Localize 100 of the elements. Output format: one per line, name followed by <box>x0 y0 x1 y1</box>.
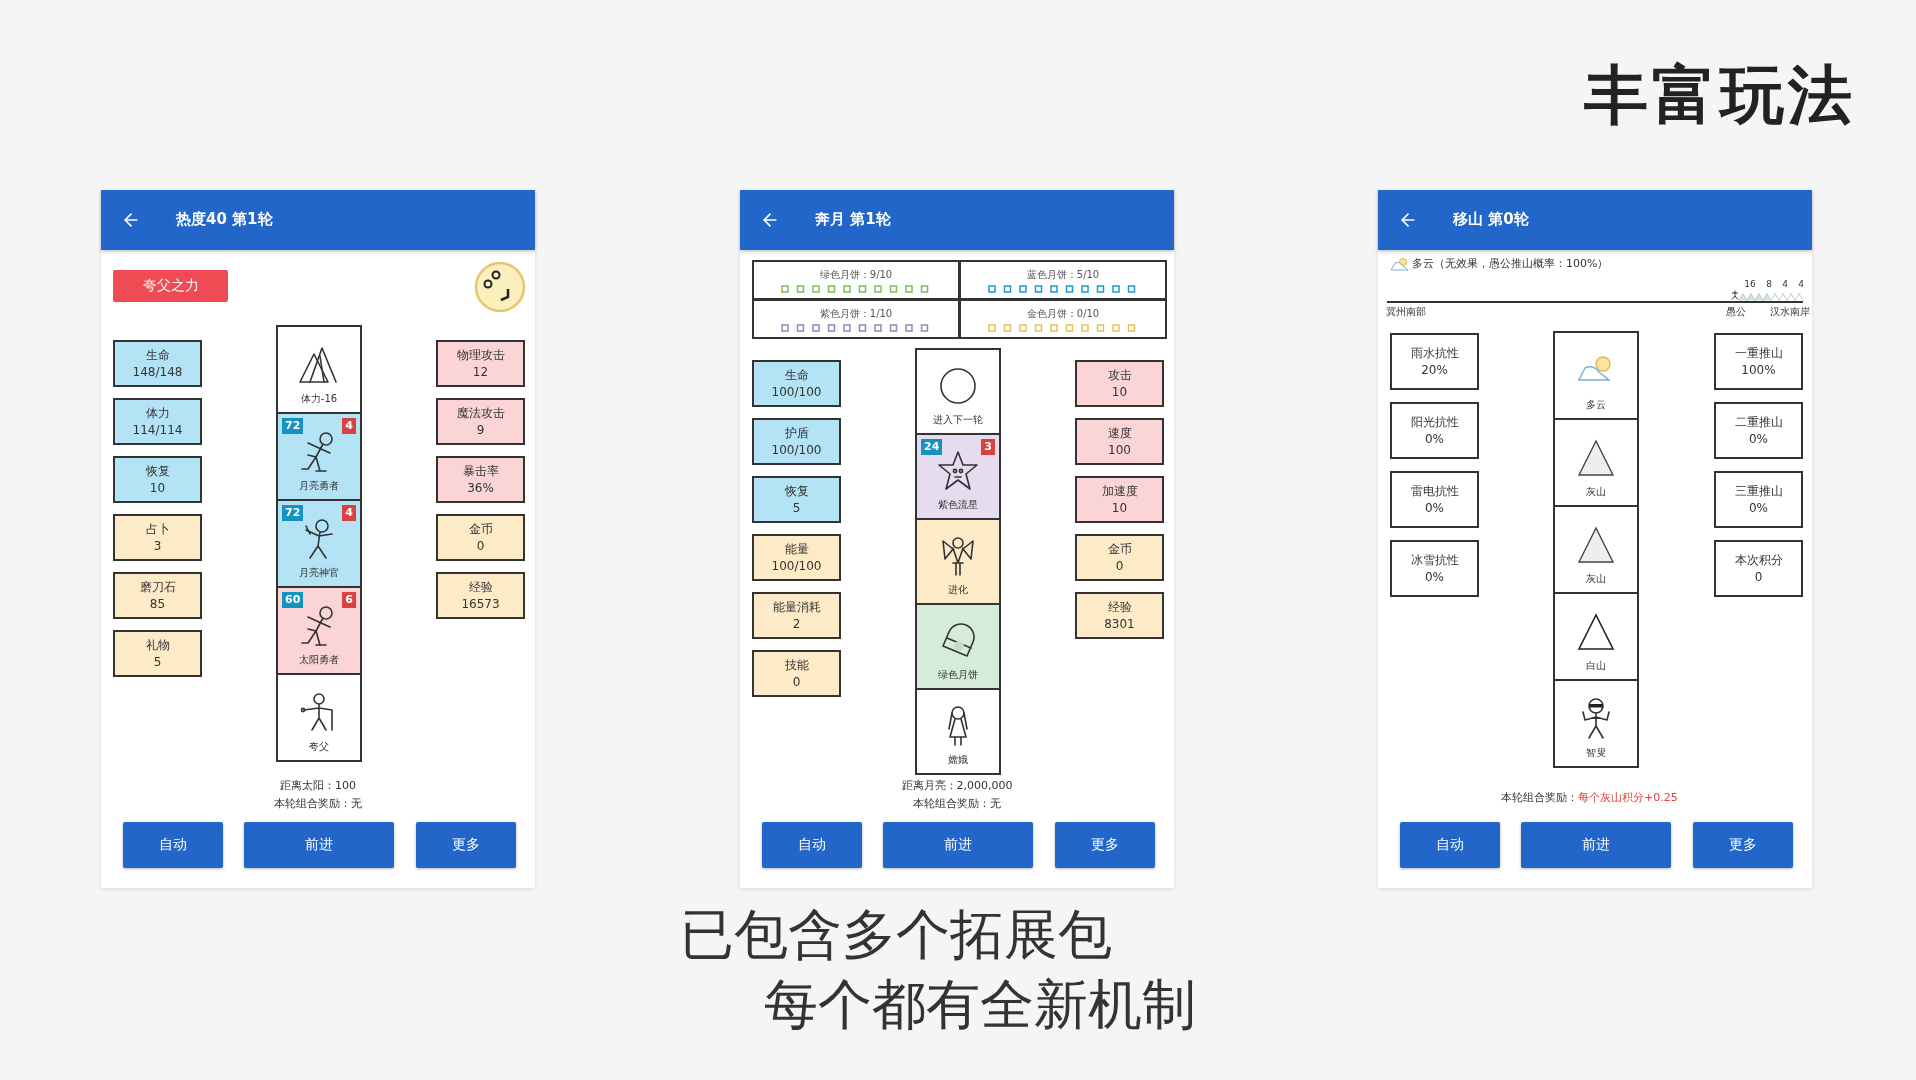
phone-screen <box>1378 190 1812 888</box>
stat-value: 100/100 <box>771 383 822 401</box>
stat-name: 速度 <box>1107 424 1132 442</box>
stat-name: 恢复 <box>145 462 170 480</box>
progress-label: 绿色月饼：9/10 <box>819 267 893 282</box>
stat-card <box>436 398 525 445</box>
stat-card <box>1390 333 1479 390</box>
stat-card <box>1714 540 1803 597</box>
place-label: 愚公 <box>1725 305 1747 319</box>
tile-label: 进入下一轮 <box>933 413 983 427</box>
phone-screen <box>101 190 535 888</box>
weather-text: 多云（无效果，愚公推山概率：100%） <box>1412 256 1610 272</box>
stat-card <box>436 514 525 561</box>
tile-card <box>1553 592 1639 681</box>
stat-value: 148/148 <box>132 363 183 381</box>
caption: 已包含多个拓展包每个都有全新机制 <box>680 902 1197 1038</box>
stat-value: 10 <box>149 479 166 497</box>
stat-name: 体力 <box>145 404 170 422</box>
stat-name: 恢复 <box>784 482 809 500</box>
stat-value: 100/100 <box>771 557 822 575</box>
stat-name: 冰雪抗性 <box>1410 551 1459 569</box>
tile-label: 绿色月饼 <box>938 668 978 682</box>
action-button: 更多 <box>1693 822 1793 868</box>
stat-value: 16573 <box>461 595 500 613</box>
stat-card <box>752 476 841 523</box>
action-button: 更多 <box>1055 822 1155 868</box>
stat-card <box>1075 592 1164 639</box>
stat-card <box>436 456 525 503</box>
stat-value: 100 <box>1108 441 1131 459</box>
tile-card <box>276 673 362 762</box>
skill-tag: 夸父之力 <box>113 270 228 302</box>
stat-card <box>1075 360 1164 407</box>
stat-value: 100% <box>1741 361 1776 379</box>
bonus-text: 每个灰山积分+0.25 <box>1578 790 1679 806</box>
tile-card <box>1553 679 1639 768</box>
progress-label: 蓝色月饼：5/10 <box>1026 267 1100 282</box>
status-text: 本轮组合奖励：无 <box>912 796 1002 812</box>
count-number: 4 <box>1781 278 1789 291</box>
count-badge: 3 <box>981 439 995 455</box>
action-button: 自动 <box>1400 822 1500 868</box>
progress-cell <box>752 260 960 300</box>
stat-card <box>1390 540 1479 597</box>
stat-name: 阳光抗性 <box>1410 413 1459 431</box>
stat-value: 0% <box>1748 430 1768 448</box>
stat-value: 0 <box>1115 557 1124 575</box>
count-badge: 4 <box>342 505 356 521</box>
stat-name: 物理攻击 <box>456 346 505 364</box>
phone-screen <box>740 190 1174 888</box>
tile-label: 进化 <box>948 583 968 597</box>
stat-name: 雨水抗性 <box>1410 344 1459 362</box>
stat-card <box>1390 471 1479 528</box>
stat-name: 技能 <box>784 656 809 674</box>
action-button: 自动 <box>762 822 862 868</box>
stat-card <box>752 418 841 465</box>
progress-cell <box>959 299 1167 339</box>
tile-label: 月亮神官 <box>299 566 339 580</box>
stat-name: 金币 <box>468 520 493 538</box>
stat-name: 二重推山 <box>1734 413 1783 431</box>
tile-card <box>276 325 362 414</box>
stat-name: 能量消耗 <box>772 598 821 616</box>
stat-name: 护盾 <box>784 424 809 442</box>
status-text: 距离太阳：100 <box>279 778 357 794</box>
tile-label: 月亮勇者 <box>299 479 339 493</box>
stat-card <box>1075 418 1164 465</box>
stat-card <box>113 630 202 677</box>
count-badge: 24 <box>921 439 943 455</box>
action-button: 自动 <box>123 822 223 868</box>
stat-value: 8301 <box>1104 615 1135 633</box>
tile-label: 体力-16 <box>300 392 338 406</box>
tile-card <box>915 603 1001 690</box>
stat-card <box>113 456 202 503</box>
stat-card <box>113 398 202 445</box>
tile-card <box>1553 505 1639 594</box>
stat-name: 生命 <box>145 346 170 364</box>
action-button: 更多 <box>416 822 516 868</box>
stat-value: 5 <box>792 499 801 517</box>
stat-value: 10 <box>1111 499 1128 517</box>
count-badge: 4 <box>342 418 356 434</box>
status-text: 本轮组合奖励：无 <box>273 796 363 812</box>
tile-label: 白山 <box>1586 659 1606 673</box>
tile-label: 夸父 <box>309 740 329 754</box>
stat-card <box>436 572 525 619</box>
progress-label: 紫色月饼：1/10 <box>819 306 893 321</box>
stat-name: 经验 <box>468 578 493 596</box>
stat-value: 0% <box>1424 568 1444 586</box>
stat-card <box>1714 471 1803 528</box>
stat-name: 雷电抗性 <box>1410 482 1459 500</box>
stat-name: 一重推山 <box>1734 344 1783 362</box>
stat-card <box>752 360 841 407</box>
stat-value: 0 <box>792 673 801 691</box>
stat-value: 0% <box>1748 499 1768 517</box>
stat-name: 金币 <box>1107 540 1132 558</box>
stat-value: 100/100 <box>771 441 822 459</box>
stat-value: 85 <box>149 595 166 613</box>
status-text: 本轮组合奖励： <box>1500 790 1578 806</box>
stat-card <box>113 514 202 561</box>
stat-card <box>1714 333 1803 390</box>
stat-value: 0 <box>1754 568 1763 586</box>
stat-value: 20% <box>1421 361 1448 379</box>
progress-cell <box>959 260 1167 300</box>
